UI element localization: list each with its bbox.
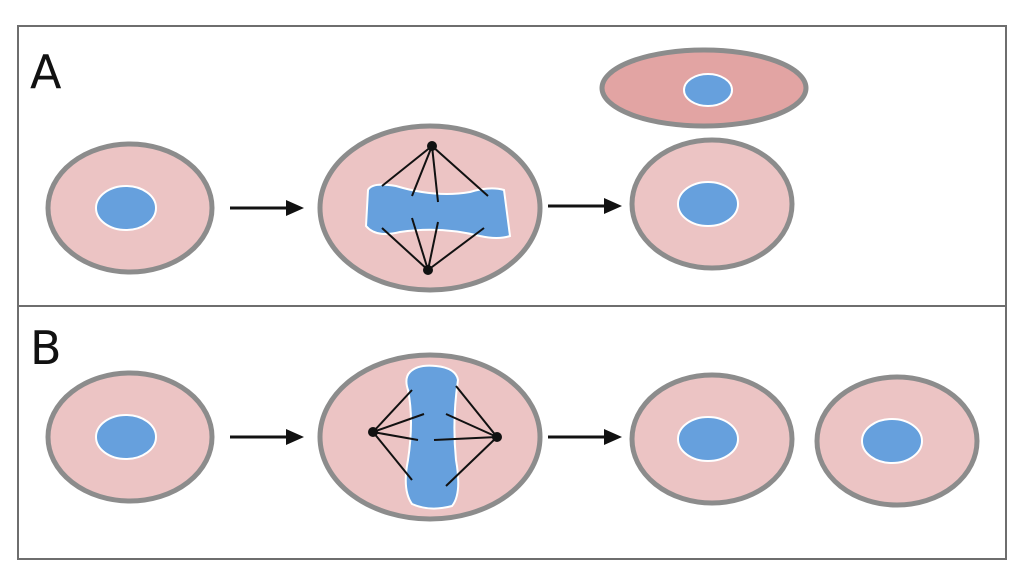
dividing-cell-b — [317, 352, 543, 522]
daughter-cell-flattened — [599, 47, 809, 129]
panel-b-label: B — [30, 321, 62, 375]
daughter-cell-round-b2 — [814, 374, 980, 508]
chromatin-mass — [364, 183, 512, 239]
nucleus — [683, 73, 733, 107]
chromatin-mass — [404, 364, 460, 510]
panel-b: B — [17, 305, 1007, 560]
panel-a-label: A — [30, 45, 62, 99]
centrosome-dot-icon — [427, 141, 437, 151]
centrosome-dot-icon — [492, 432, 502, 442]
nucleus — [95, 414, 157, 460]
nucleus — [95, 185, 157, 231]
nucleus — [861, 418, 923, 464]
daughter-cell-round-b1 — [629, 372, 795, 506]
parent-cell-b — [45, 370, 215, 504]
nucleus — [677, 181, 739, 227]
daughter-cell-round-a — [629, 137, 795, 271]
centrosome-dot-icon — [368, 427, 378, 437]
parent-cell-a — [45, 141, 215, 275]
centrosome-dot-icon — [423, 265, 433, 275]
dividing-cell-a — [317, 123, 543, 293]
spindle-fibers — [381, 145, 489, 271]
spindle-fibers — [372, 385, 498, 487]
panel-a: A — [17, 25, 1007, 307]
nucleus — [677, 416, 739, 462]
